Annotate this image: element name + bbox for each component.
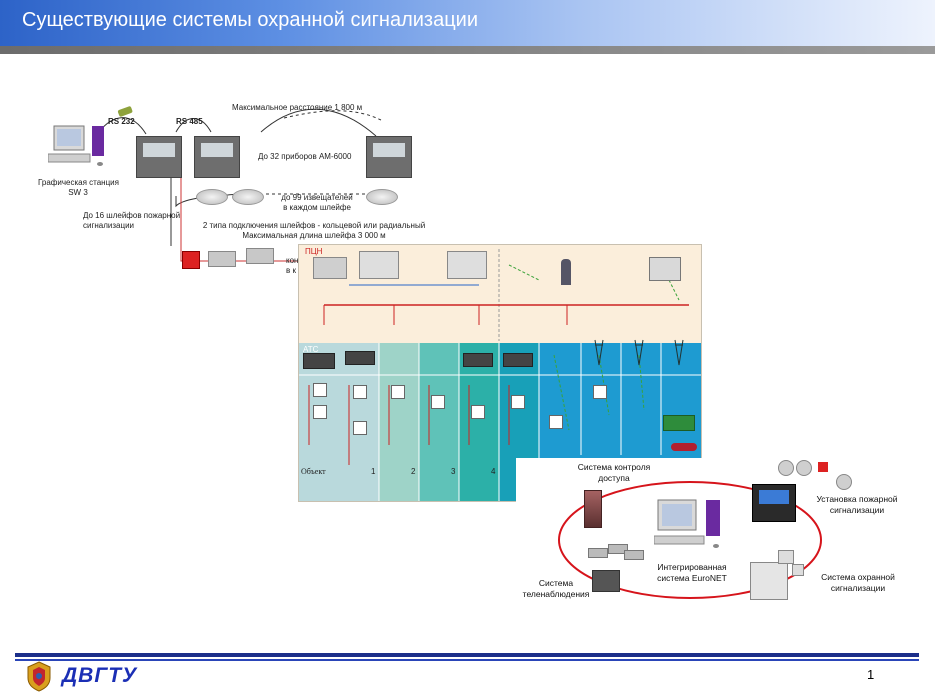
rs485-label: RS 485 — [176, 117, 203, 126]
monitor-icon — [592, 570, 620, 592]
server-icon — [447, 251, 487, 279]
footer-divider — [15, 659, 919, 661]
manual-call-point-icon — [182, 251, 200, 269]
truck-icon — [663, 415, 695, 431]
sensor-icon — [471, 405, 485, 419]
monitor-icon — [649, 257, 681, 281]
smoke-detector-icon — [366, 189, 398, 205]
detector-icon — [778, 460, 794, 476]
ats-device-icon — [303, 353, 335, 369]
slide-title: Существующие системы охранной сигнализац… — [22, 9, 479, 31]
devices-count-label: До 32 приборов АМ-6000 — [258, 152, 352, 161]
module-icon — [208, 251, 236, 267]
column-number: 4 — [491, 467, 496, 476]
sensor-icon — [313, 405, 327, 419]
manual-call-point-icon — [818, 462, 828, 472]
fire-panel-icon — [752, 484, 796, 522]
sensor-icon — [431, 395, 445, 409]
rs232-label: RS 232 — [108, 117, 135, 126]
sensor-icon — [549, 415, 563, 429]
camera-icon — [588, 548, 608, 558]
detector-icon — [796, 460, 812, 476]
partial-text-2: в к — [286, 266, 296, 275]
control-panel-icon — [136, 136, 182, 178]
object-label: Объект — [301, 467, 326, 476]
car-icon — [671, 443, 697, 451]
sensor-icon — [353, 421, 367, 435]
partial-text-1: контр — [286, 256, 307, 265]
control-panel-icon — [366, 136, 412, 178]
column-number: 2 — [411, 467, 416, 476]
module-icon — [246, 248, 274, 264]
workstation-icon — [47, 124, 108, 172]
ats-device-icon — [503, 353, 533, 367]
server-icon — [359, 251, 399, 279]
column-number: 1 — [371, 467, 376, 476]
title-divider — [0, 46, 935, 54]
ats-device-icon — [345, 351, 375, 365]
connection-type-label: 2 типа подключения шлейфов - кольцевой и… — [202, 221, 426, 240]
ats-label: АТС — [303, 345, 319, 354]
sensor-icon — [353, 385, 367, 399]
sensor-icon — [593, 385, 607, 399]
page-number: 1 — [867, 667, 875, 682]
smoke-detector-icon — [196, 189, 228, 205]
max-distance-label: Максимальное расстояние 1 800 м — [232, 103, 363, 112]
sensor-icon — [391, 385, 405, 399]
sensor-icon — [792, 564, 804, 576]
ats-device-icon — [463, 353, 493, 367]
camera-icon — [608, 544, 628, 554]
column-number: 3 — [451, 467, 456, 476]
pcn-label: ПЦН — [305, 247, 323, 256]
smoke-detector-icon — [232, 189, 264, 205]
printer-icon — [313, 257, 347, 279]
person-icon — [561, 259, 571, 285]
control-panel-icon — [194, 136, 240, 178]
title-bar: Существующие системы охранной сигнализац… — [0, 0, 935, 46]
sensor-icon — [778, 550, 794, 564]
sensor-icon — [313, 383, 327, 397]
detector-icon — [836, 474, 852, 490]
university-emblem-icon — [24, 660, 54, 692]
footer-divider — [15, 653, 919, 657]
workstation-icon — [653, 498, 724, 554]
camera-icon — [624, 550, 644, 560]
university-logo-text: ДВГТУ — [62, 664, 138, 687]
security-panel-icon — [750, 562, 788, 600]
turnstile-icon — [584, 490, 602, 528]
sensor-icon — [511, 395, 525, 409]
